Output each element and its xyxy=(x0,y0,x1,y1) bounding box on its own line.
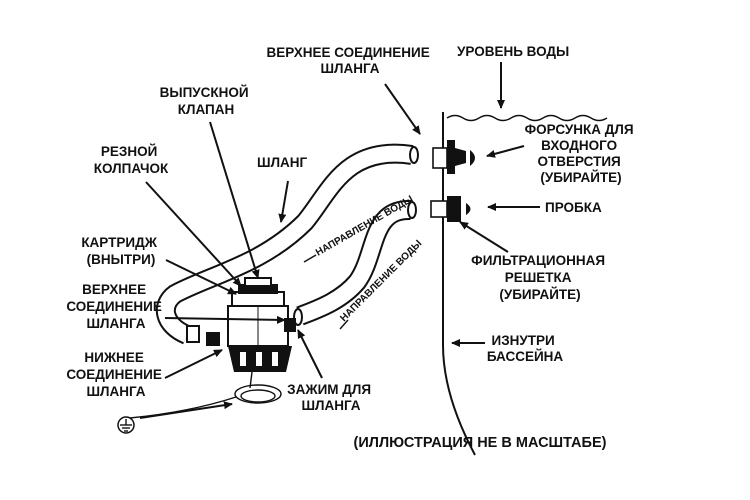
label-hose-clamp: ЗАЖИМ ДЛЯ ШЛАНГА xyxy=(287,382,375,413)
flow-arrow-upper-icon xyxy=(303,254,317,263)
arrow-icon xyxy=(145,181,242,287)
label-top-hose-connection-left: ВЕРХНЕЕ СОЕДИНЕНИЕ ШЛАНГА xyxy=(66,282,165,331)
label-top-hose-connection-right: ВЕРХНЕЕ СОЕДИНЕНИЕ ШЛАНГА xyxy=(267,45,434,76)
inlet-nozzle-fitting-icon xyxy=(432,140,475,174)
label-hose: ШЛАНГ xyxy=(257,155,308,170)
flow-arrow-lower-icon xyxy=(339,319,349,330)
label-bottom-hose-connection: НИЖНЕЕ СОЕДИНЕНИЕ ШЛАНГА xyxy=(66,350,165,399)
arrow-icon xyxy=(486,145,525,158)
pump-icon xyxy=(186,277,296,372)
arrow-icon xyxy=(297,329,323,379)
arrow-icon xyxy=(164,349,223,379)
ground-symbol-icon xyxy=(117,416,135,434)
lower-hose-icon xyxy=(293,200,417,326)
label-plug: ПРОБКА xyxy=(545,200,602,215)
arrow-icon xyxy=(278,180,289,223)
arrow-icon xyxy=(459,221,509,253)
label-cartridge: КАРТРИДЖ (ВНЫТРИ) xyxy=(81,235,160,267)
label-water-level: УРОВЕНЬ ВОДЫ xyxy=(457,44,569,59)
upper-hose-icon xyxy=(155,143,419,345)
footnote-not-to-scale: (ИЛЛЮСТРАЦИЯ НЕ В МАСШТАБЕ) xyxy=(354,435,607,451)
label-pool-inside: ИЗНУТРИ БАССЕЙНА xyxy=(487,333,564,364)
plug-fitting-icon xyxy=(430,196,471,222)
arrow-icon xyxy=(165,259,237,295)
pool-wall-icon xyxy=(442,112,608,456)
arrow-icon xyxy=(209,121,260,279)
arrow-icon xyxy=(164,315,286,324)
label-outlet-valve: ВЫПУСКНОЙ КЛАПАН xyxy=(160,85,253,117)
leader-arrows xyxy=(139,62,540,419)
arrow-icon xyxy=(139,401,233,419)
label-strainer-grid: ФИЛЬТРАЦИОННАЯ РЕШЕТКА (УБИРАЙТЕ) xyxy=(471,253,609,302)
label-inlet-nozzle: ФОРСУНКА ДЛЯ ВХОДНОГО ОТВЕРСТИЯ (УБИРАЙТ… xyxy=(525,122,638,185)
arrow-icon xyxy=(384,83,421,135)
label-threaded-cap: РЕЗНОЙ КОЛПАЧОК xyxy=(94,144,169,176)
